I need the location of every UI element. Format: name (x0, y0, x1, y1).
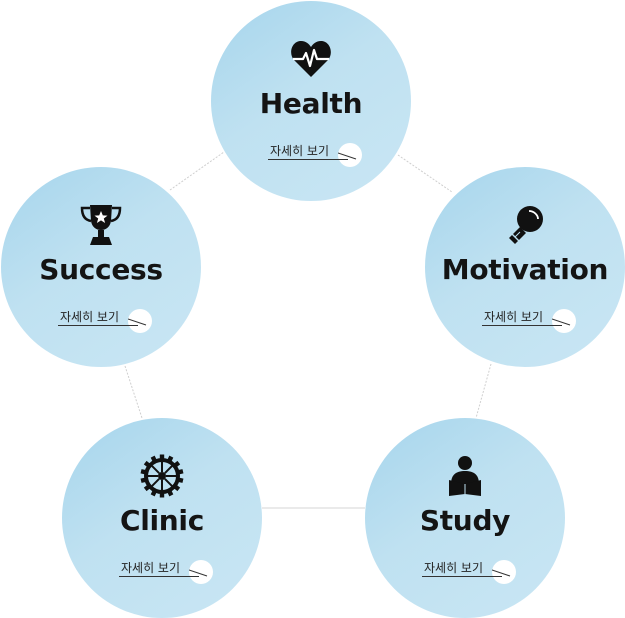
arrow-icon (189, 569, 208, 577)
card-study[interactable]: Study 자세히 보기 (365, 418, 565, 618)
card-success[interactable]: Success 자세히 보기 (1, 167, 201, 367)
card-health[interactable]: Health 자세히 보기 (211, 1, 411, 201)
reading-person-icon (443, 454, 487, 498)
more-link[interactable]: 자세히 보기 (58, 308, 152, 333)
gear-icon (140, 454, 184, 498)
more-underline (482, 325, 562, 326)
more-underline (422, 576, 502, 577)
card-title: Motivation (441, 253, 609, 286)
connector-clinic-success (124, 365, 143, 419)
more-circle (128, 309, 152, 333)
card-title: Clinic (119, 504, 205, 537)
trophy-icon (79, 203, 123, 247)
more-link[interactable]: 자세히 보기 (268, 142, 362, 167)
lightbulb-icon (503, 203, 547, 247)
connector-health-motivation (397, 154, 453, 193)
arrow-icon (492, 569, 511, 577)
more-circle (189, 560, 213, 584)
more-underline (58, 325, 138, 326)
card-title: Study (419, 504, 511, 537)
more-label: 자세히 보기 (270, 144, 330, 158)
more-underline (119, 576, 199, 577)
more-label: 자세히 보기 (121, 561, 181, 575)
more-label: 자세히 보기 (424, 561, 484, 575)
more-link[interactable]: 자세히 보기 (422, 559, 516, 584)
heart-pulse-icon (289, 37, 333, 81)
more-link[interactable]: 자세히 보기 (119, 559, 213, 584)
more-underline (268, 159, 348, 160)
more-circle (552, 309, 576, 333)
more-circle (338, 143, 362, 167)
connector-motivation-study (475, 363, 492, 419)
more-circle (492, 560, 516, 584)
card-title: Health (259, 87, 363, 120)
arrow-icon (128, 318, 147, 326)
more-label: 자세히 보기 (484, 310, 544, 324)
card-title: Success (39, 253, 163, 286)
card-clinic[interactable]: Clinic 자세히 보기 (62, 418, 262, 618)
more-label: 자세히 보기 (60, 310, 120, 324)
more-link[interactable]: 자세히 보기 (482, 308, 576, 333)
connector-success-health (169, 151, 225, 191)
arrow-icon (552, 318, 571, 326)
card-motivation[interactable]: Motivation 자세히 보기 (425, 167, 625, 367)
arrow-icon (338, 152, 357, 160)
